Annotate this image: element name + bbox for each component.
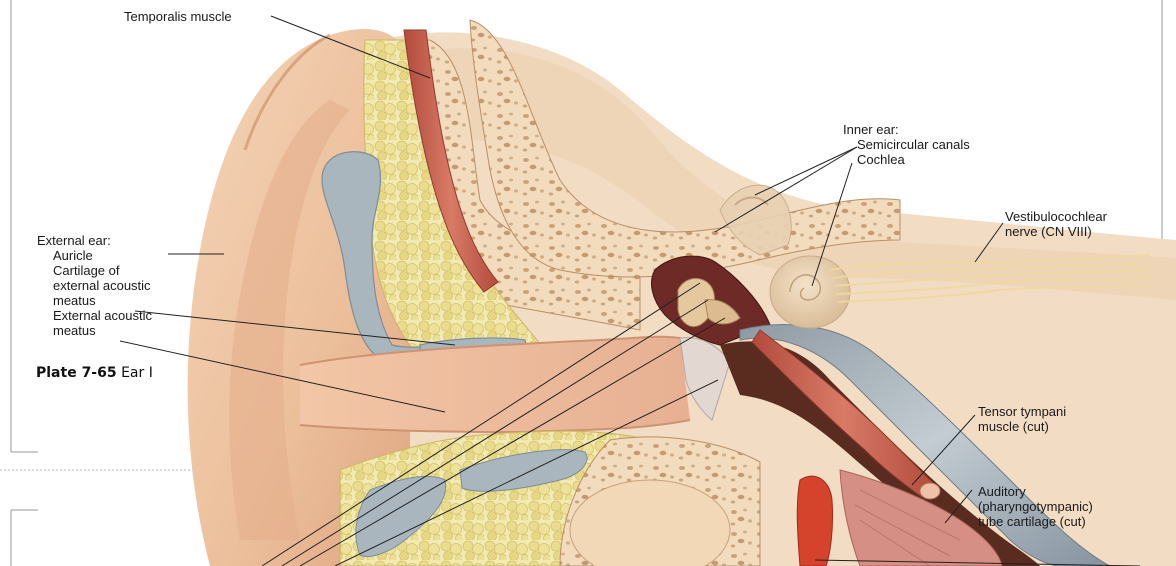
label-temporalis-muscle: Temporalis muscle (124, 9, 232, 24)
label-vestibulocochlear-nerve: Vestibulocochlear nerve (CN VIII) (1005, 209, 1107, 239)
label-external-ear: External ear: Auricle Cartilage of exter… (37, 233, 152, 338)
internal-carotid-artery (797, 476, 832, 566)
plate-number: Plate 7-65 (36, 365, 117, 381)
label-semicircular-canals: Semicircular canals (843, 137, 970, 152)
plate-title: Ear I (121, 365, 153, 381)
cochlea (770, 256, 850, 328)
label-external-acoustic-meatus: External acoustic (37, 308, 152, 323)
label-cochlea: Cochlea (843, 152, 970, 167)
label-auricle: Auricle (37, 248, 152, 263)
plate-caption: Plate 7-65 Ear I (36, 365, 153, 381)
label-tensor-tympani: Tensor tympani muscle (cut) (978, 404, 1066, 434)
label-cartilage-meatus-1: Cartilage of (37, 263, 152, 278)
label-inner-ear: Inner ear: Semicircular canals Cochlea (843, 122, 970, 167)
label-auditory-tube: Auditory (pharyngotympanic) tube cartila… (978, 484, 1093, 529)
